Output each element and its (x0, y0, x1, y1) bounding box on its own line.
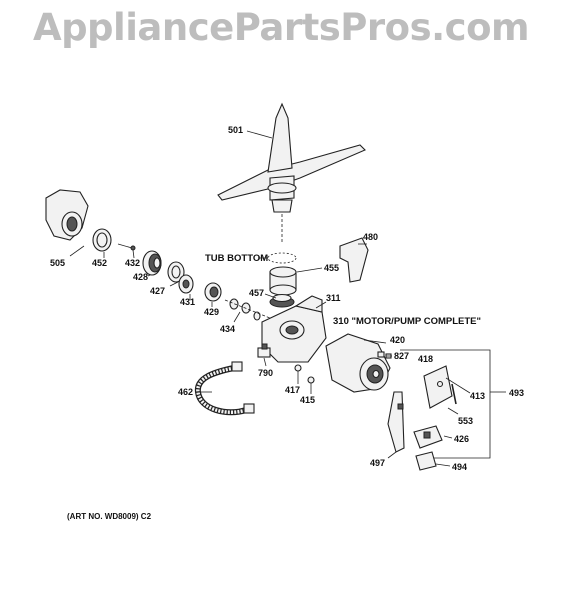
tub-bottom-gasket[interactable] (267, 252, 297, 264)
label-428: 428 (133, 272, 148, 282)
label-455: 455 (324, 263, 339, 273)
label-452: 452 (92, 258, 107, 268)
label-413: 413 (470, 391, 485, 401)
sump-housing-505-part[interactable] (45, 189, 89, 241)
hose-462-part[interactable] (194, 361, 255, 416)
filter-428-part[interactable] (142, 250, 162, 276)
art-number: (ART NO. WD8009) C2 (67, 512, 152, 521)
label-418: 418 (418, 354, 433, 364)
label-553: 553 (458, 416, 473, 426)
part-497[interactable] (387, 391, 405, 453)
part-494[interactable] (415, 451, 437, 471)
label-motor-pump-complete: 310 "MOTOR/PUMP COMPLETE" (333, 316, 481, 327)
part-415[interactable] (307, 376, 315, 384)
part-420[interactable] (363, 339, 387, 344)
watermark-text: AppliancePartsPros.com (32, 6, 530, 49)
bracket-418-part[interactable] (423, 365, 457, 409)
label-420: 420 (390, 335, 405, 345)
label-427: 427 (150, 286, 165, 296)
label-501: 501 (228, 125, 243, 135)
seal-455-part[interactable] (269, 266, 297, 296)
part-431[interactable] (178, 274, 194, 294)
part-429[interactable] (204, 282, 222, 302)
part-432[interactable] (117, 243, 136, 251)
label-434: 434 (220, 324, 235, 334)
label-827: 827 (394, 351, 409, 361)
label-432: 432 (125, 258, 140, 268)
label-311: 311 (326, 293, 341, 303)
pump-housing-311-part[interactable] (261, 295, 327, 363)
ring-427-part[interactable] (167, 261, 185, 283)
label-480: 480 (363, 232, 378, 242)
part-434[interactable] (229, 298, 261, 321)
label-431: 431 (180, 297, 195, 307)
impeller-457-part[interactable] (269, 293, 295, 308)
label-tub-bottom: TUB BOTTOM (205, 253, 268, 264)
label-457: 457 (249, 288, 264, 298)
label-417: 417 (285, 385, 300, 395)
part-827[interactable] (377, 351, 392, 359)
valve-790-part[interactable] (257, 343, 271, 358)
label-462: 462 (178, 387, 193, 397)
label-494: 494 (452, 462, 467, 472)
label-505: 505 (50, 258, 65, 268)
label-790: 790 (258, 368, 273, 378)
switch-426-part[interactable] (413, 425, 443, 449)
spray-arm-part[interactable] (217, 102, 366, 213)
shield-480-part[interactable] (339, 237, 369, 283)
part-417[interactable] (294, 364, 302, 372)
label-497: 497 (370, 458, 385, 468)
hose-clamp-452-part[interactable] (92, 228, 112, 252)
label-415: 415 (300, 395, 315, 405)
motor-310-part[interactable] (325, 333, 391, 393)
label-426: 426 (454, 434, 469, 444)
label-493: 493 (509, 388, 524, 398)
label-429: 429 (204, 307, 219, 317)
